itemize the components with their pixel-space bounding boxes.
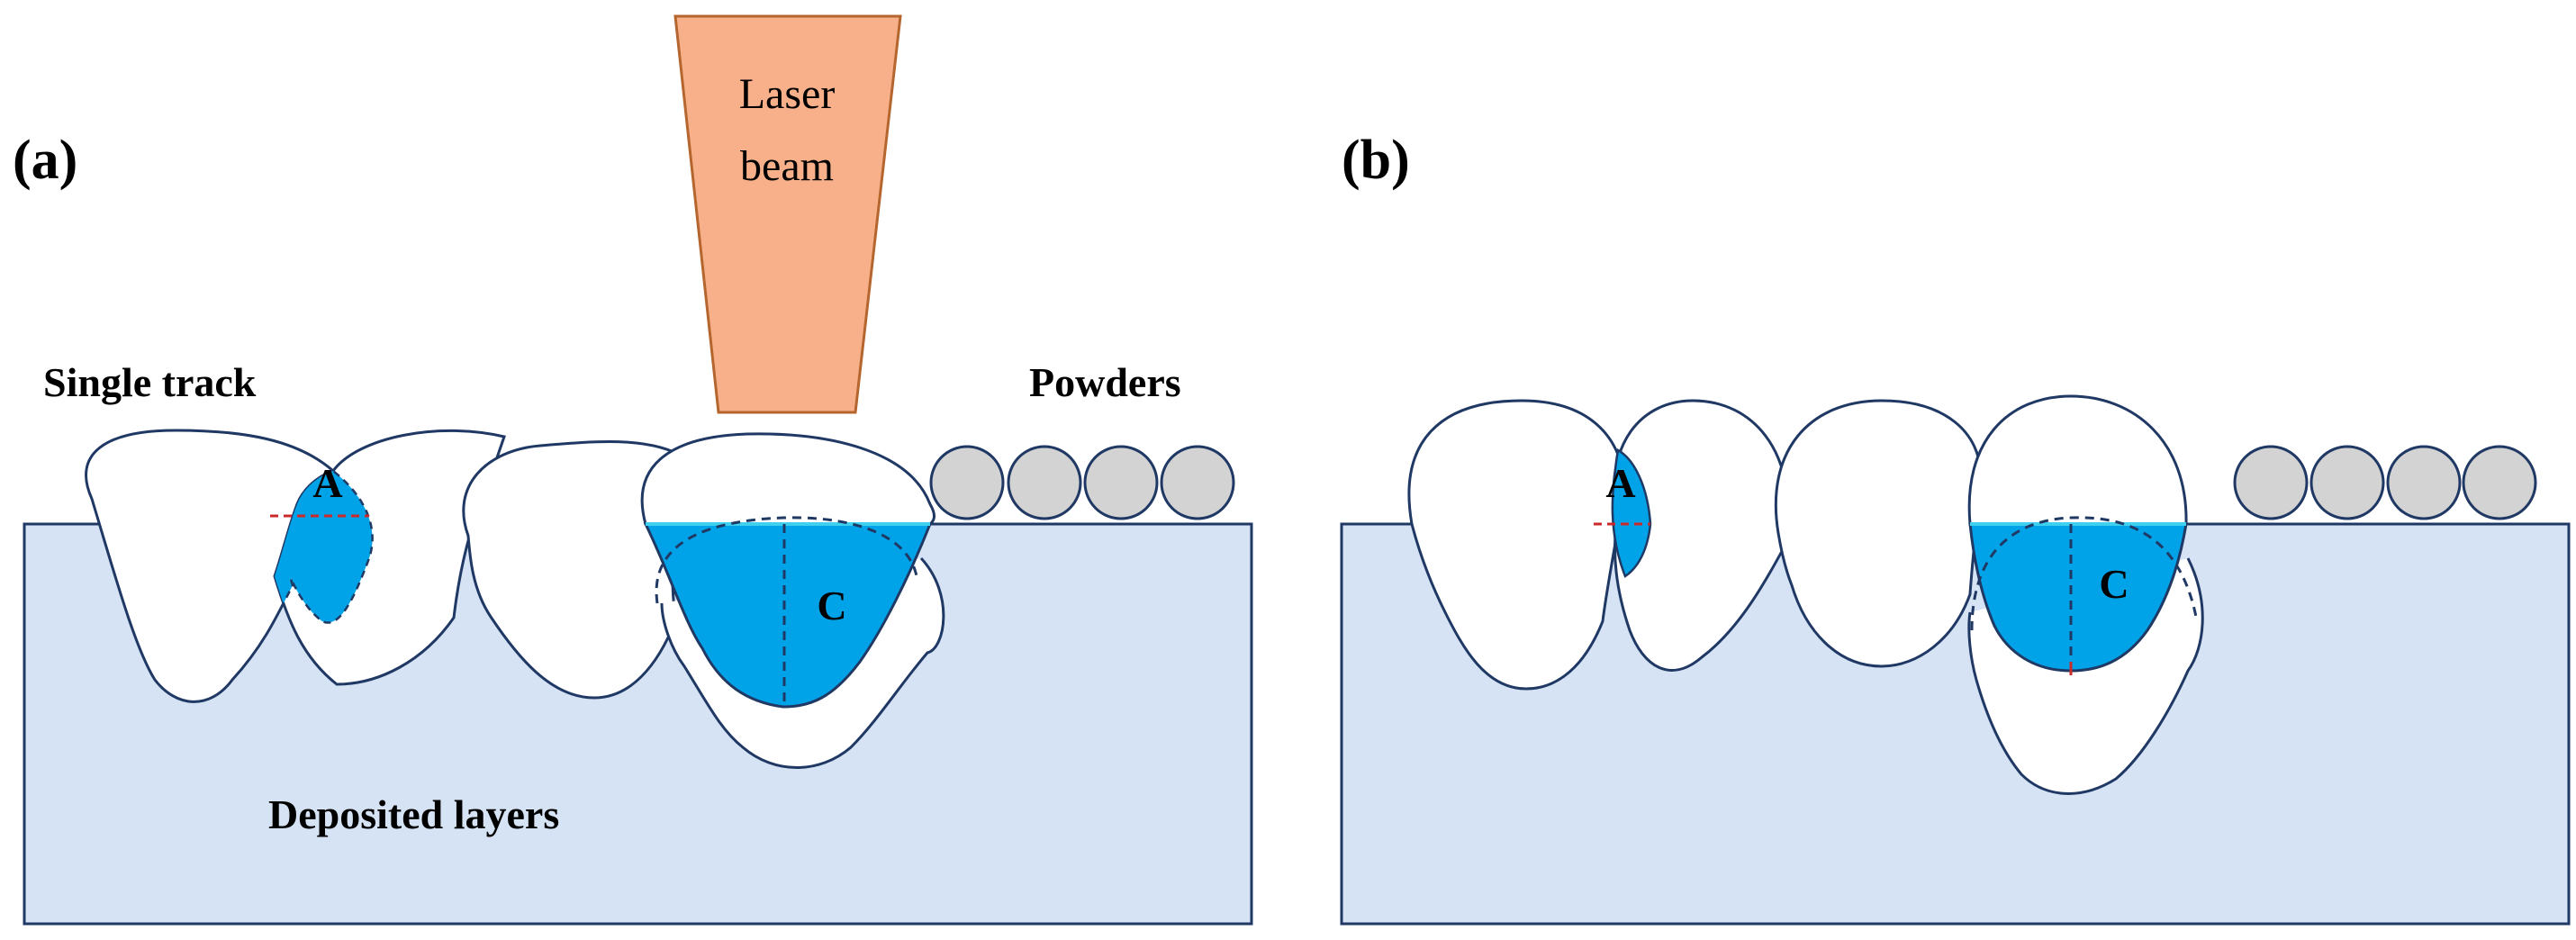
overlap-zone-b-a [1611,448,1652,578]
powder-particle [1160,445,1235,520]
zone-c-label-b: C [2099,561,2129,607]
zone-a-label-b: A [1605,460,1635,506]
laser-beam-label-line1: Laser [739,70,836,118]
track-3-b [1774,399,1983,668]
track-4-cap [640,432,935,526]
panel-b-label: (b) [1342,130,1410,191]
zone-a-label-a: A [312,460,342,506]
powder-particle [929,445,1005,520]
laser-beam [673,14,902,414]
powder-particles-a [929,445,1235,520]
melt-pool-c-dashed-boundary [655,516,918,604]
panel-b: (b) A C [1340,130,2571,926]
single-track-label: Single track [43,359,257,405]
powder-particle [2309,445,2385,520]
powder-particle [1083,445,1159,520]
track-4-cap-b [1967,394,2188,526]
deposited-layers-label: Deposited layers [268,791,559,837]
zone-c-label-a: C [817,583,846,628]
panel-a: (a) Laser beam Single track Powders Depo… [13,14,1253,926]
melt-pool-c-b-dashed-boundary [1970,516,2199,631]
melt-pool-c [643,522,933,709]
laser-beam-label-line2: beam [740,142,834,190]
panel-a-label: (a) [13,130,77,191]
powder-particle [2233,445,2309,520]
powders-label: Powders [1029,359,1181,405]
track-1-b [1407,399,1627,691]
powder-particle [1007,445,1082,520]
powder-particle [2386,445,2462,520]
powder-particles-b [2233,445,2537,520]
powder-particle [2462,445,2537,520]
